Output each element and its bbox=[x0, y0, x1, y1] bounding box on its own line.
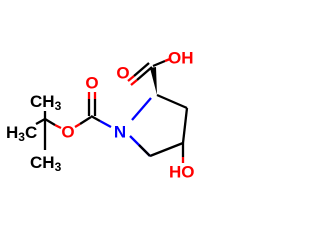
methyl-left-sub: 3 bbox=[18, 130, 25, 144]
carboxylic-acid-group bbox=[127, 57, 171, 86]
atom-label-methyl-top: CH3 bbox=[30, 92, 62, 114]
bond-carbonyl-c-ester-o bbox=[79, 116, 92, 125]
bond-cooh-c-o-double-a bbox=[136, 66, 153, 81]
stereo-wedge-bond bbox=[150, 67, 157, 95]
bond-c2-n-black bbox=[138, 144, 151, 157]
atom-label-acid-oh: OH bbox=[168, 49, 194, 68]
methyl-top-sub: 3 bbox=[55, 99, 62, 113]
bond-ester-o-tbu-c bbox=[44, 118, 56, 126]
bond-ester-o-tbu-c-red bbox=[54, 123, 62, 130]
atom-label-boc-carbonyl-o: O bbox=[85, 74, 98, 93]
bond-cooh-c-oh bbox=[152, 59, 166, 68]
atom-label-ring-n: N bbox=[114, 123, 126, 142]
bond-c3-c2 bbox=[149, 141, 184, 158]
bond-c4-c3 bbox=[181, 107, 189, 144]
atom-label-acid-o: O bbox=[116, 64, 129, 83]
bond-cooh-c-o-double-red-b bbox=[127, 75, 135, 82]
bond-n-c5 bbox=[131, 97, 152, 121]
bond-cooh-c-o-double-b bbox=[133, 62, 150, 77]
bond-carbonyl-c-ester-o-red bbox=[74, 123, 81, 128]
boc-hydroxyproline-structure: O OH N HO O O CH3 H3C CH3 bbox=[0, 0, 250, 250]
canvas-background bbox=[0, 0, 250, 250]
atom-label-methyl-bottom: CH3 bbox=[30, 153, 62, 175]
bond-c5-c4 bbox=[156, 93, 188, 110]
atom-label-ring-ho: HO bbox=[169, 163, 195, 182]
methyl-left-h: H bbox=[6, 123, 18, 142]
bond-cooh-c-oh-red bbox=[164, 57, 171, 63]
bond-n-carbonyl-c bbox=[99, 119, 112, 129]
methyl-top-ch: CH bbox=[30, 92, 55, 111]
pyrrolidine-ring bbox=[129, 93, 189, 158]
methyl-bottom-sub: 3 bbox=[55, 160, 62, 174]
bond-n-carbonyl-c-black bbox=[90, 114, 101, 123]
bond-tbu-methyl-left bbox=[35, 117, 46, 126]
atom-label-methyl-left: H3C bbox=[6, 123, 37, 145]
atom-label-boc-ester-o: O bbox=[61, 123, 74, 142]
boc-carbamate-group bbox=[44, 92, 112, 130]
methyl-left-c: C bbox=[25, 123, 37, 142]
methyl-bottom-ch: CH bbox=[30, 153, 55, 172]
bond-cooh-c-o-double-red-a bbox=[130, 79, 138, 86]
tert-butyl-group bbox=[35, 111, 47, 150]
